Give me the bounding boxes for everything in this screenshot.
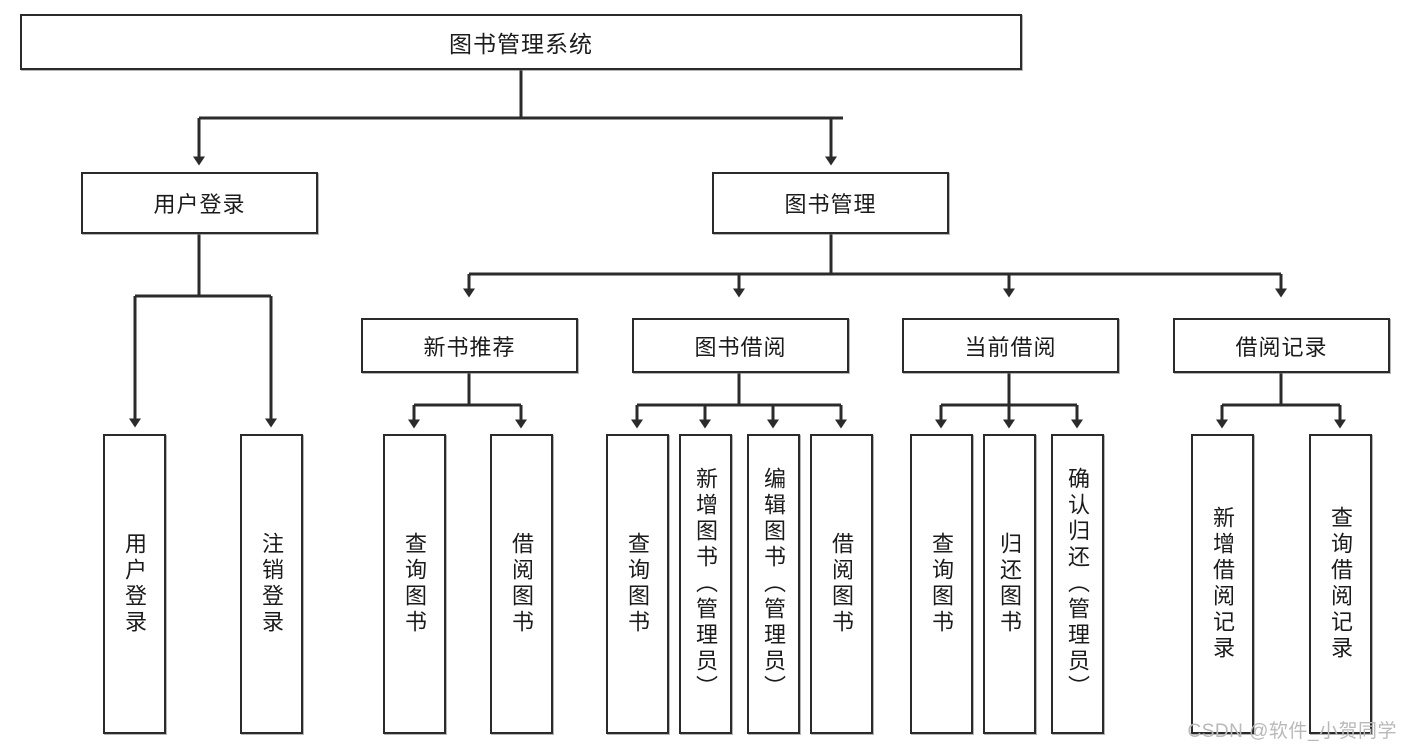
node-label: 用户登录 [122, 532, 148, 636]
node-label: 图书管理 [784, 192, 877, 217]
node-book-management[interactable]: 图书管理 [712, 172, 949, 234]
leaf-add-borrow-record[interactable]: 新增借阅记录 [1191, 434, 1254, 734]
leaf-user-login[interactable]: 用户登录 [103, 434, 166, 734]
leaf-borrow-books-borrowing[interactable]: 借阅图书 [810, 434, 873, 734]
node-label: 查询图书 [625, 532, 651, 636]
node-label: 归还图书 [997, 532, 1023, 636]
leaf-confirm-return-admin[interactable]: 确认归还（管理员） [1051, 434, 1104, 734]
leaf-edit-book-admin[interactable]: 编辑图书（管理员） [747, 434, 800, 734]
leaf-borrow-books-recommendation[interactable]: 借阅图书 [490, 434, 553, 734]
node-label: 图书借阅 [694, 334, 787, 360]
node-new-book-recommendation[interactable]: 新书推荐 [361, 318, 578, 373]
node-label: 新增借阅记录 [1210, 506, 1236, 662]
node-borrow-records[interactable]: 借阅记录 [1173, 318, 1390, 373]
node-label: 注销登录 [259, 532, 285, 636]
node-label: 借阅记录 [1235, 334, 1328, 360]
leaf-return-books[interactable]: 归还图书 [983, 434, 1036, 734]
leaf-query-borrow-record[interactable]: 查询借阅记录 [1309, 434, 1372, 734]
node-label: 借阅图书 [829, 532, 855, 636]
leaf-add-book-admin[interactable]: 新增图书（管理员） [679, 434, 732, 734]
node-user-login[interactable]: 用户登录 [81, 172, 318, 234]
node-label: 新增图书（管理员） [693, 467, 719, 701]
node-label: 查询图书 [929, 532, 955, 636]
leaf-logout[interactable]: 注销登录 [240, 434, 303, 734]
leaf-query-books-current[interactable]: 查询图书 [910, 434, 973, 734]
node-book-borrowing[interactable]: 图书借阅 [632, 318, 849, 373]
leaf-query-books-recommendation[interactable]: 查询图书 [383, 434, 446, 734]
node-label: 当前借阅 [964, 334, 1057, 360]
node-label: 编辑图书（管理员） [761, 467, 787, 701]
leaf-query-books-borrowing[interactable]: 查询图书 [606, 434, 669, 734]
node-label: 新书推荐 [423, 334, 516, 360]
node-root-book-management-system[interactable]: 图书管理系统 [20, 14, 1022, 70]
node-current-borrowing[interactable]: 当前借阅 [902, 318, 1119, 373]
node-label: 查询图书 [402, 532, 428, 636]
node-label: 借阅图书 [509, 532, 535, 636]
node-label: 查询借阅记录 [1328, 506, 1354, 662]
node-label: 图书管理系统 [449, 31, 593, 57]
node-label: 用户登录 [153, 192, 246, 217]
node-label: 确认归还（管理员） [1065, 467, 1091, 701]
